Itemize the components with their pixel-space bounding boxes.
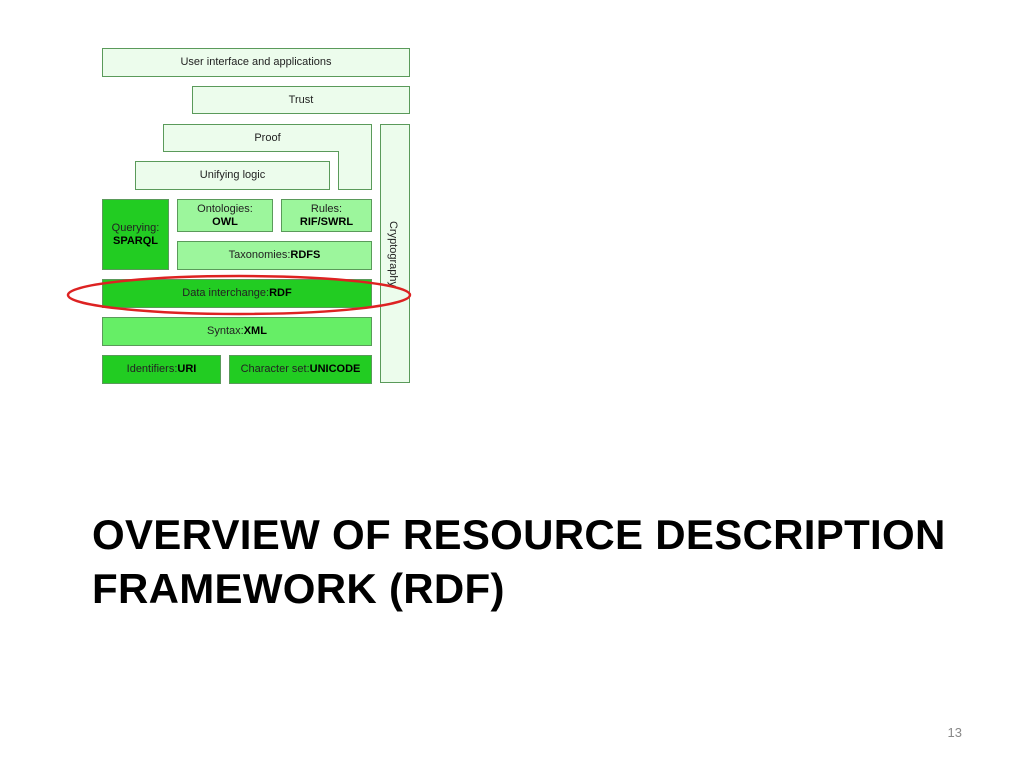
layer-taxonomies: Taxonomies: RDFS — [177, 241, 372, 270]
proof-edge-bottom — [338, 189, 372, 190]
layer-cryptography-label-box: Cryptography — [376, 124, 410, 383]
layer-querying-value: SPARQL — [112, 234, 159, 247]
layer-proof-label: Proof — [254, 132, 281, 144]
layer-identifiers-label: Identifiers: — [126, 363, 178, 375]
layer-ontologies-value: OWL — [212, 215, 238, 228]
layer-proof: Proof — [163, 124, 372, 152]
layer-data-interchange-value: RDF — [269, 287, 292, 299]
layer-unifying-logic: Unifying logic — [135, 161, 330, 190]
proof-edge-inner-vertical — [338, 151, 339, 190]
layer-rules: Rules: RIF/SWRL — [281, 199, 372, 232]
proof-edge-inner-horizontal — [163, 151, 339, 152]
layer-syntax: Syntax: XML — [102, 317, 372, 346]
layer-unifying-logic-label: Unifying logic — [199, 169, 266, 181]
layer-taxonomies-label: Taxonomies: — [228, 249, 291, 261]
layer-data-interchange-label: Data interchange: — [182, 287, 270, 299]
layer-trust-label: Trust — [288, 93, 314, 106]
layer-identifiers-value: URI — [177, 363, 197, 375]
layer-character-set-label: Character set: — [240, 363, 310, 375]
layer-cryptography-label: Cryptography — [387, 220, 400, 287]
layer-querying: Querying: SPARQL — [102, 199, 169, 270]
layer-identifiers: Identifiers: URI — [102, 355, 221, 384]
layer-proof-extension — [338, 151, 372, 190]
page-number: 13 — [947, 725, 962, 740]
layer-character-set: Character set: UNICODE — [229, 355, 372, 384]
layer-rules-label: Rules: — [310, 202, 343, 215]
slide-title: OVERVIEW OF RESOURCE DESCRIPTION FRAMEWO… — [92, 511, 946, 612]
layer-ontologies: Ontologies: OWL — [177, 199, 273, 232]
layer-rules-value: RIF/SWRL — [299, 215, 354, 228]
layer-querying-label: Querying: — [111, 221, 160, 234]
layer-ontologies-label: Ontologies: — [197, 202, 253, 215]
layer-data-interchange: Data interchange: RDF — [102, 279, 372, 308]
proof-edge-right — [371, 124, 372, 190]
layer-user-interface: User interface and applications — [102, 48, 410, 77]
layer-character-set-value: UNICODE — [309, 363, 361, 375]
layer-syntax-label: Syntax: — [207, 325, 244, 337]
layer-syntax-value: XML — [243, 325, 267, 337]
layer-cryptography — [380, 124, 410, 383]
layer-user-interface-label: User interface and applications — [180, 56, 332, 68]
layer-trust: Trust — [192, 86, 410, 114]
layer-taxonomies-value: RDFS — [290, 249, 321, 261]
